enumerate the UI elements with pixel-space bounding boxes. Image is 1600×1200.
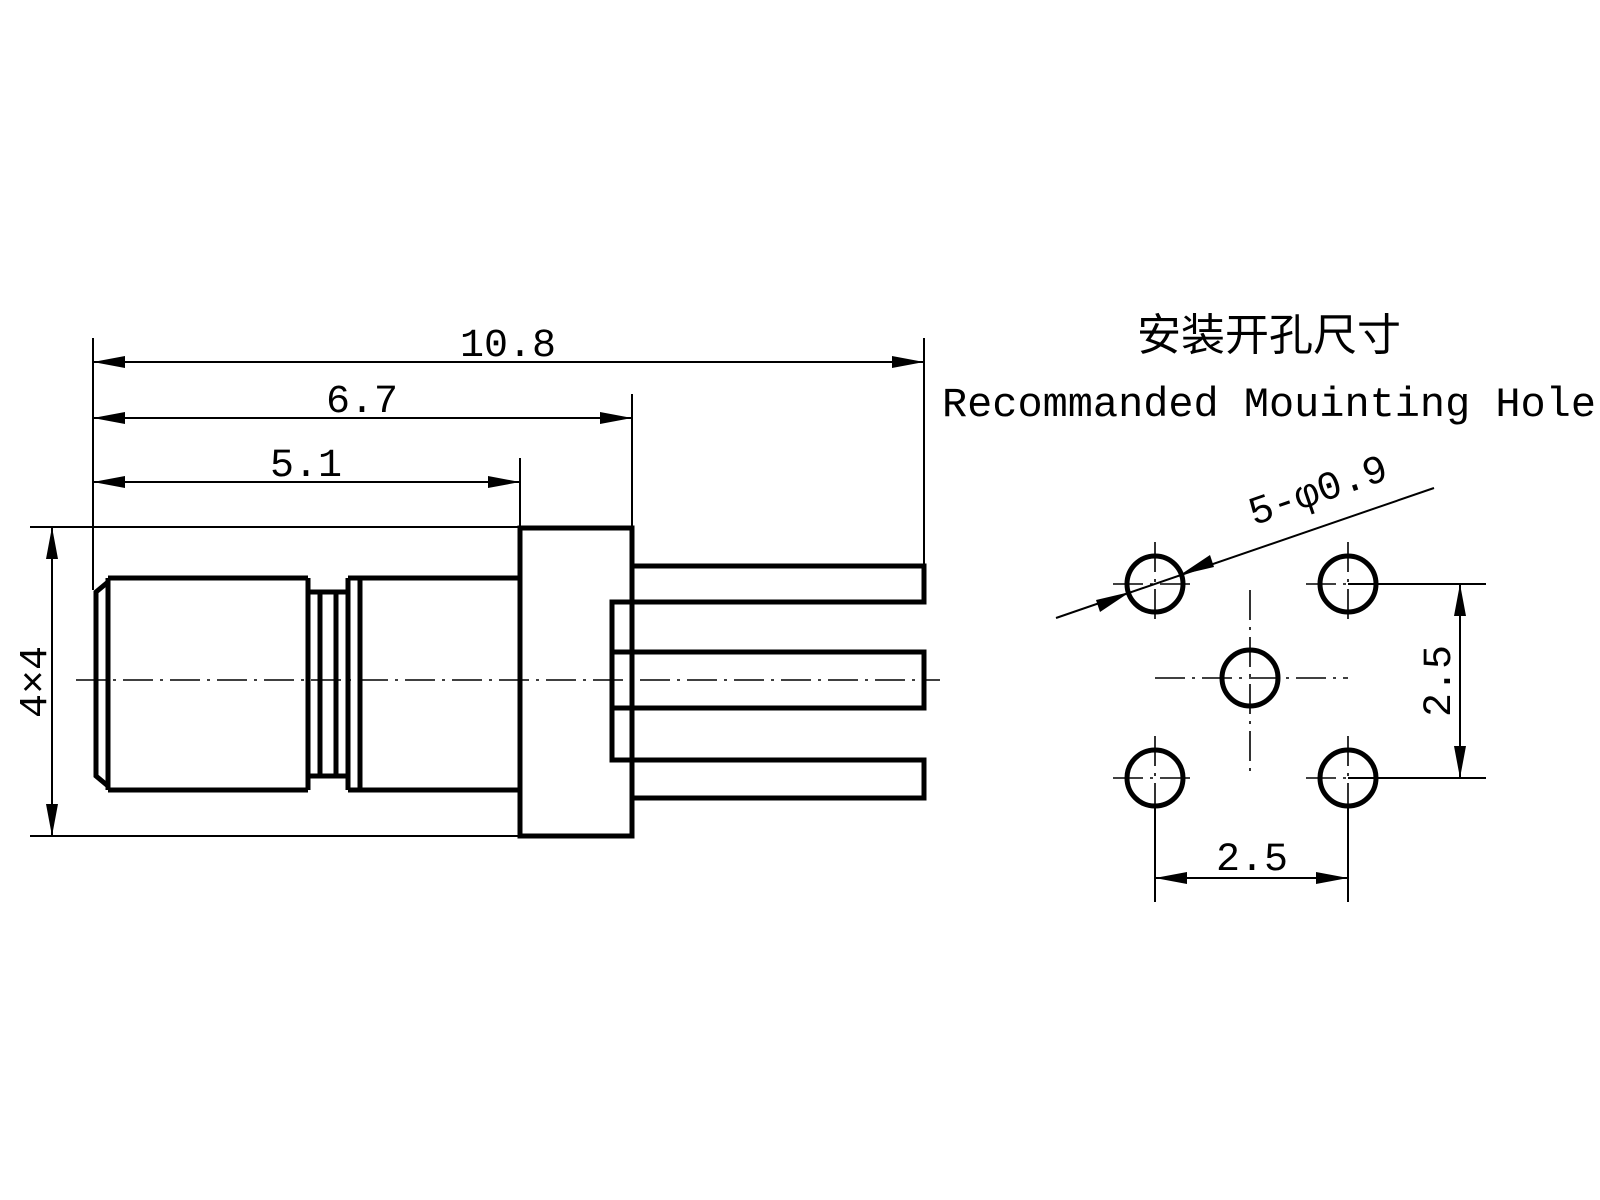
dimension-pitch-vertical: 2.5 — [1348, 583, 1486, 779]
pin-holder — [609, 599, 632, 763]
pitch-horizontal-label: 2.5 — [1216, 838, 1288, 883]
dimension-flange-size: 4×4 — [14, 527, 59, 836]
overall-length-label: 10.8 — [460, 324, 556, 369]
dimension-overall-length: 10.8 — [93, 324, 924, 369]
pitch-vertical-label: 2.5 — [1418, 645, 1463, 717]
hole-center — [1155, 590, 1348, 772]
hole-diameter-leader: 5-φ0.9 — [1055, 448, 1435, 619]
pin-bottom — [632, 757, 927, 801]
pin-top — [632, 563, 927, 605]
mounting-hole-view: 安装开孔尺寸 Recommanded Mouinting Hole — [942, 310, 1596, 902]
connector-pins — [612, 563, 927, 801]
connector-flange — [517, 525, 635, 839]
extension-lines — [30, 338, 925, 837]
hole-callout-label: 5-φ0.9 — [1243, 448, 1394, 537]
connector-body — [93, 575, 520, 793]
hole-top-left — [1113, 542, 1197, 626]
mounting-hole-title-en: Recommanded Mouinting Hole — [942, 381, 1596, 429]
mounting-hole-title-cn: 安装开孔尺寸 — [1137, 310, 1401, 361]
mounting-holes — [1113, 542, 1390, 820]
dimension-body-length: 5.1 — [93, 444, 520, 489]
body-length-label: 5.1 — [270, 444, 342, 489]
dimension-flange-position: 6.7 — [93, 380, 632, 425]
side-view: 10.8 6.7 5.1 4×4 — [14, 324, 940, 839]
dimension-pitch-horizontal: 2.5 — [1154, 806, 1349, 902]
flange-size-label: 4×4 — [14, 646, 59, 718]
flange-position-label: 6.7 — [326, 380, 398, 425]
